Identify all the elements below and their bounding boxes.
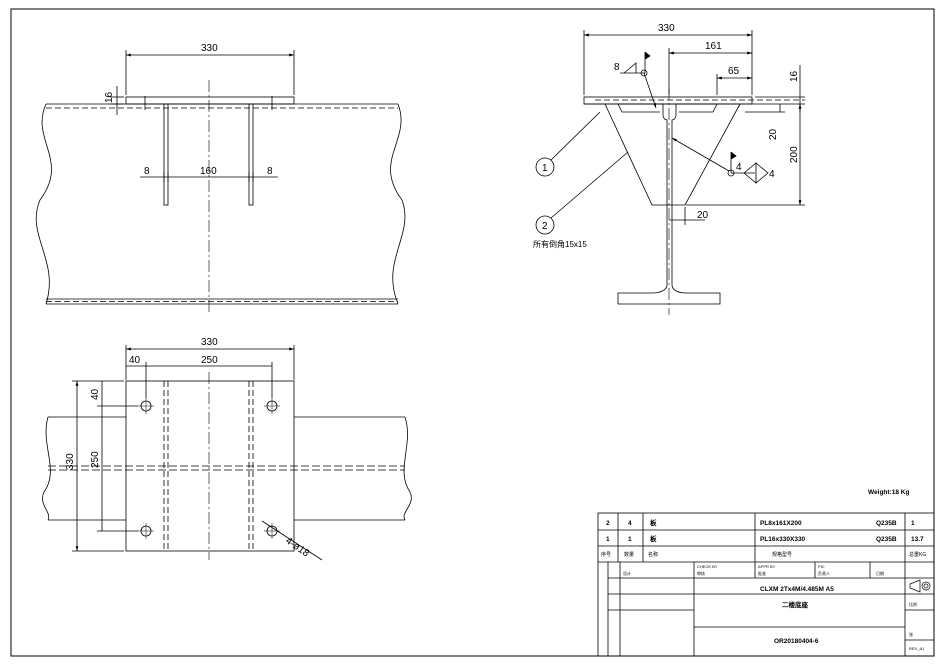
front-view	[35, 50, 406, 315]
weight-label: Weight:18 Kg	[868, 489, 909, 496]
side-dim-330: 330	[658, 23, 675, 34]
bom-row-1-spec: PL16x330X330	[760, 536, 806, 543]
bom-row-2-material: Q235B	[876, 520, 897, 527]
plan-dim-250: 250	[201, 355, 218, 366]
bom-row-1-weight: 13.7	[911, 536, 924, 543]
bom-header-no: 序号	[601, 551, 611, 558]
side-view-labels: 330 161 65 16 20 200 20 8 4 4 1 2 所有倒角15…	[533, 23, 800, 249]
projection-symbol-icon	[909, 579, 931, 593]
front-dim-8-right: 8	[267, 166, 273, 177]
side-dim-161: 161	[705, 41, 722, 52]
plan-dim-330: 330	[201, 337, 218, 348]
check-by-label: CHECK BY	[697, 564, 718, 569]
check-by-cn: 审核	[697, 570, 705, 576]
drawing-number: OR20180404-6	[774, 638, 819, 645]
date-label: 日期	[876, 570, 884, 576]
pic-cn: 负责人	[818, 570, 830, 576]
balloon-2-label: 2	[542, 221, 548, 232]
bom-row-2-qty: 4	[628, 520, 632, 527]
bom-row-2-no: 2	[606, 520, 610, 527]
rev-label: REV_A1	[909, 646, 925, 651]
bom-header-qty: 数量	[624, 551, 634, 558]
weld-size-right: 4	[769, 169, 775, 180]
chamfer-note: 所有倒角15x15	[533, 239, 587, 249]
hole-callout: 4-ø18	[283, 535, 311, 559]
title-block	[597, 512, 935, 657]
plan-dim-250-vert: 250	[90, 451, 101, 468]
bom-header-spec: 规格型号	[772, 551, 792, 558]
front-dim-16: 16	[104, 91, 115, 103]
pic-label: PIC	[818, 564, 825, 569]
project-name: CLXM 2Tx4M/4.485M A5	[760, 586, 834, 593]
drawn-label: 设计	[623, 570, 631, 576]
bom-row-2-weight: 1	[911, 520, 915, 527]
bom-header-name: 名称	[648, 551, 658, 558]
front-view-labels: 330 16 8 160 8	[104, 43, 273, 177]
front-dim-330: 330	[201, 43, 218, 54]
sheet-label: 张	[909, 631, 913, 637]
title-block-text: 2 4 板 PL8x161X200 Q235B 1 1 1 板 PL16x330…	[601, 518, 926, 651]
appr-by-label: APPR BY	[758, 564, 776, 569]
plan-dim-40: 40	[129, 355, 141, 366]
bom-row-1-material: Q235B	[876, 536, 897, 543]
side-dim-20-bottom: 20	[697, 210, 709, 221]
weld-size-top: 8	[614, 62, 620, 73]
front-dim-8-left: 8	[144, 166, 150, 177]
plan-dim-40-vert: 40	[90, 388, 101, 400]
side-dim-200: 200	[789, 146, 800, 163]
appr-by-cn: 批准	[758, 570, 766, 576]
bom-row-2-spec: PL8x161X200	[760, 520, 802, 527]
plan-dim-330-vert: 330	[65, 453, 76, 470]
bom-row-1-qty: 1	[628, 536, 632, 543]
balloon-1-label: 1	[542, 163, 548, 174]
front-dim-160: 160	[200, 166, 217, 177]
side-dim-16: 16	[789, 70, 800, 82]
sheet-border	[10, 8, 935, 657]
bom-row-2-name: 板	[650, 518, 657, 527]
bom-header-weight: 总重KG	[909, 551, 926, 558]
scale-label: 比例	[909, 601, 917, 607]
weld-size-left: 4	[736, 162, 742, 173]
side-dim-20-chamfer: 20	[768, 128, 779, 140]
side-dim-65: 65	[728, 66, 740, 77]
plan-view	[42, 345, 412, 561]
side-view	[535, 30, 805, 315]
bom-row-1-name: 板	[650, 534, 657, 543]
bom-row-1-no: 1	[606, 536, 610, 543]
part-name: 二楼底座	[782, 600, 809, 609]
